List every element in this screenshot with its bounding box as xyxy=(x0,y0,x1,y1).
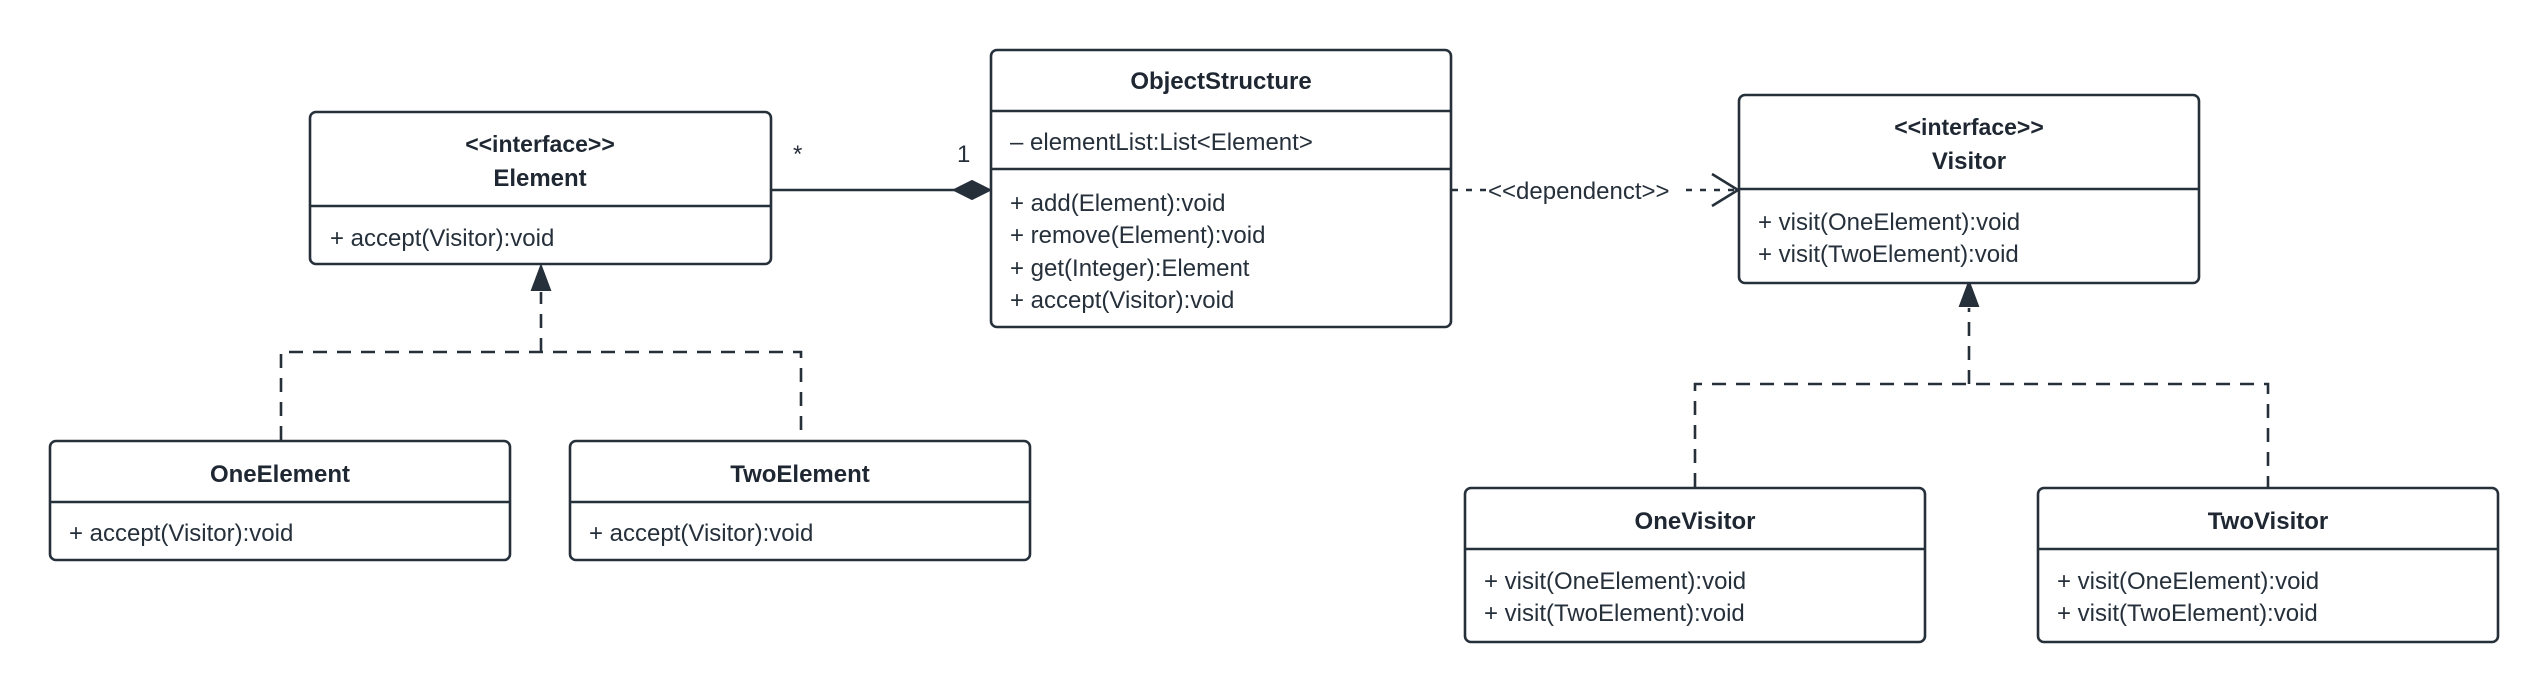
triangle-arrow-icon xyxy=(530,263,552,291)
operation: + visit(OneElement):void xyxy=(1484,568,1746,595)
element-multiplicity: * xyxy=(793,141,802,168)
operation: + accept(Visitor):void xyxy=(330,225,554,252)
class-element[interactable]: <<interface>> Element + accept(Visitor):… xyxy=(308,110,773,266)
operation: + get(Integer):Element xyxy=(1010,255,1250,282)
dependency-relation: <<dependenct>> xyxy=(1452,172,1741,208)
operation: + visit(OneElement):void xyxy=(2057,568,2319,595)
class-stereotype: <<interface>> xyxy=(1894,114,2044,140)
operation: + accept(Visitor):void xyxy=(1010,287,1234,314)
operation: + remove(Element):void xyxy=(1010,222,1265,249)
class-object-structure[interactable]: ObjectStructure – elementList:List<Eleme… xyxy=(989,48,1453,329)
composition-diamond-icon xyxy=(951,179,993,201)
operation: + accept(Visitor):void xyxy=(69,520,293,547)
class-name: TwoVisitor xyxy=(2208,508,2328,535)
realization-to-visitor xyxy=(1693,279,2270,487)
class-name: Visitor xyxy=(1932,148,2006,175)
realization-to-element xyxy=(279,263,803,440)
operation: + add(Element):void xyxy=(1010,190,1225,217)
class-name: OneElement xyxy=(210,461,350,488)
triangle-arrow-icon xyxy=(1958,279,1980,307)
composition-relation: * 1 xyxy=(772,141,993,201)
class-stereotype: <<interface>> xyxy=(465,131,615,157)
operation: + visit(TwoElement):void xyxy=(1484,600,1745,627)
class-name: OneVisitor xyxy=(1635,508,1756,535)
class-name: TwoElement xyxy=(730,461,870,488)
class-name: Element xyxy=(493,165,586,192)
class-one-visitor[interactable]: OneVisitor + visit(OneElement):void + vi… xyxy=(1463,486,1927,644)
structure-multiplicity: 1 xyxy=(957,141,970,168)
operation: + visit(TwoElement):void xyxy=(2057,600,2318,627)
class-two-element[interactable]: TwoElement + accept(Visitor):void xyxy=(568,439,1032,562)
class-visitor[interactable]: <<interface>> Visitor + visit(OneElement… xyxy=(1737,93,2201,285)
operation: + visit(OneElement):void xyxy=(1758,209,2020,236)
operation: + visit(TwoElement):void xyxy=(1758,241,2019,268)
attribute: – elementList:List<Element> xyxy=(1010,129,1313,156)
dependency-label: <<dependenct>> xyxy=(1488,178,1670,205)
class-one-element[interactable]: OneElement + accept(Visitor):void xyxy=(48,439,512,562)
class-name: ObjectStructure xyxy=(1130,68,1311,95)
class-two-visitor[interactable]: TwoVisitor + visit(OneElement):void + vi… xyxy=(2036,486,2500,644)
operation: + accept(Visitor):void xyxy=(589,520,813,547)
